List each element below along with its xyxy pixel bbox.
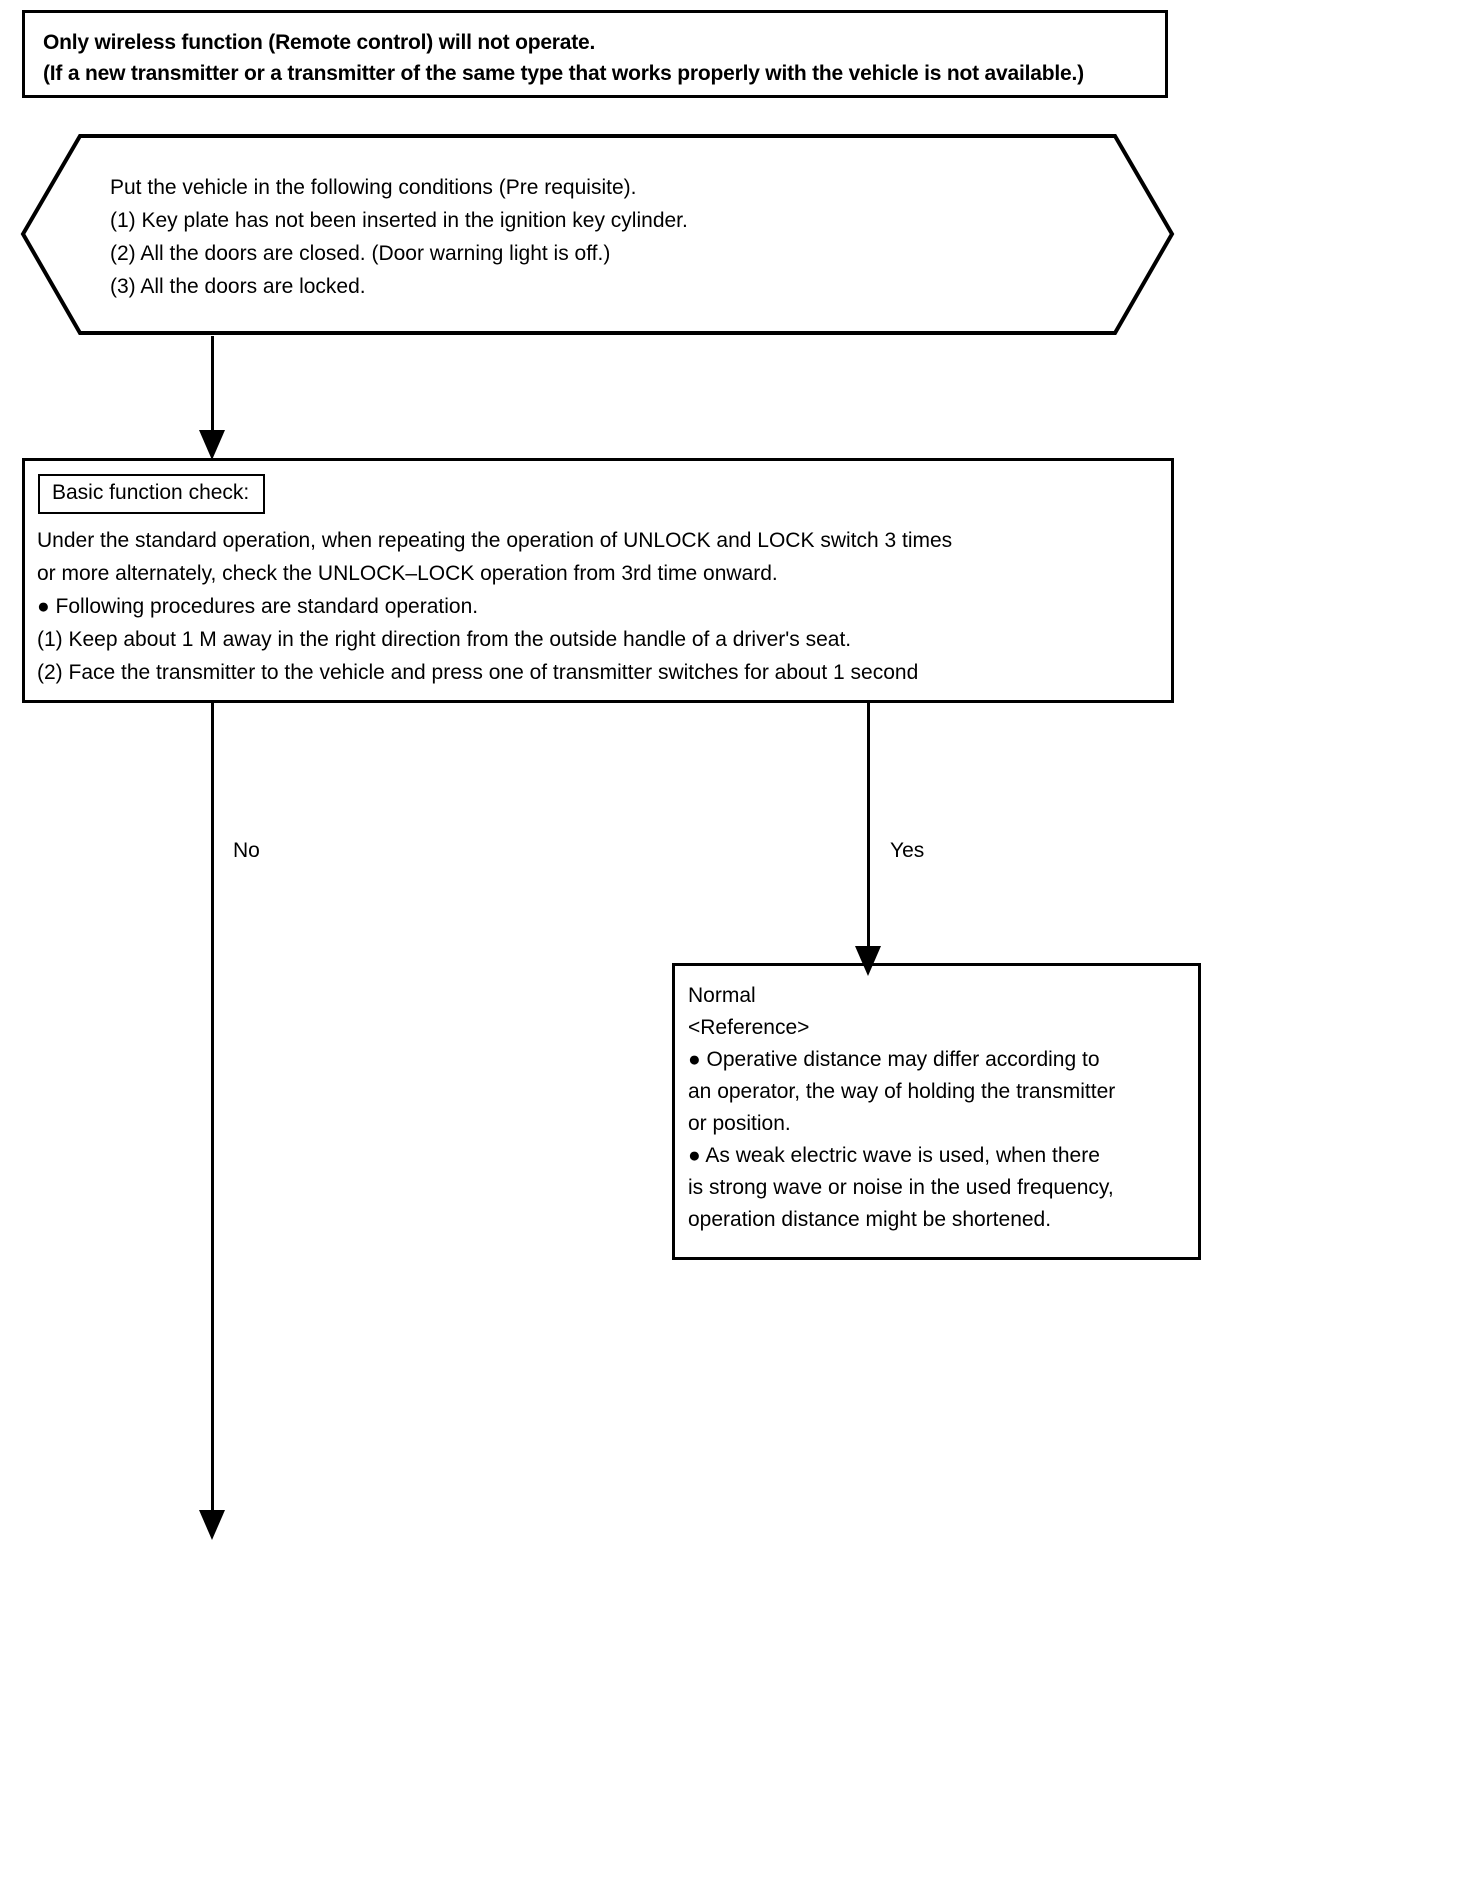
prerequisite-line-3: (2) All the doors are closed. (Door warn… bbox=[110, 242, 611, 265]
prerequisite-line-2: (1) Key plate has not been inserted in t… bbox=[110, 209, 688, 232]
check-line-4: (1) Keep about 1 M away in the right dir… bbox=[37, 628, 852, 651]
arrow-down-no-icon bbox=[199, 1510, 225, 1540]
connector-no-branch bbox=[211, 703, 214, 1516]
normal-line-1: Normal bbox=[688, 984, 756, 1007]
prerequisite-line-4: (3) All the doors are locked. bbox=[110, 275, 366, 298]
check-line-5: (2) Face the transmitter to the vehicle … bbox=[37, 661, 919, 684]
prerequisite-hexagon: Put the vehicle in the following conditi… bbox=[20, 133, 1175, 336]
normal-line-4: an operator, the way of holding the tran… bbox=[688, 1080, 1116, 1103]
title-line-1: Only wireless function (Remote control) … bbox=[43, 31, 596, 54]
normal-line-7: is strong wave or noise in the used freq… bbox=[688, 1176, 1114, 1199]
basic-function-check-box: Basic function check: Under the standard… bbox=[22, 458, 1174, 703]
normal-line-2: <Reference> bbox=[688, 1016, 810, 1039]
connector-prerequisite-to-check bbox=[211, 336, 214, 437]
check-line-3: ● Following procedures are standard oper… bbox=[37, 595, 479, 618]
prerequisite-line-1: Put the vehicle in the following conditi… bbox=[110, 176, 637, 199]
normal-line-5: or position. bbox=[688, 1112, 791, 1135]
title-box: Only wireless function (Remote control) … bbox=[22, 10, 1168, 98]
branch-label-no: No bbox=[233, 839, 260, 862]
branch-label-yes: Yes bbox=[890, 839, 925, 862]
normal-reference-box: Normal <Reference> ● Operative distance … bbox=[672, 963, 1201, 1260]
normal-line-6: ● As weak electric wave is used, when th… bbox=[688, 1144, 1100, 1167]
basic-function-check-text: Under the standard operation, when repea… bbox=[37, 524, 1157, 689]
normal-line-8: operation distance might be shortened. bbox=[688, 1208, 1052, 1231]
arrow-down-yes-icon bbox=[855, 946, 881, 976]
arrow-down-icon bbox=[199, 430, 225, 460]
check-line-1: Under the standard operation, when repea… bbox=[37, 529, 953, 552]
normal-line-3: ● Operative distance may differ accordin… bbox=[688, 1048, 1100, 1071]
connector-yes-branch bbox=[867, 703, 870, 952]
prerequisite-text: Put the vehicle in the following conditi… bbox=[110, 171, 1110, 303]
basic-function-check-tag: Basic function check: bbox=[38, 474, 266, 514]
title-line-2: (If a new transmitter or a transmitter o… bbox=[43, 62, 1084, 85]
check-line-2: or more alternately, check the UNLOCK–LO… bbox=[37, 562, 778, 585]
hexagon-outline bbox=[20, 134, 1175, 335]
